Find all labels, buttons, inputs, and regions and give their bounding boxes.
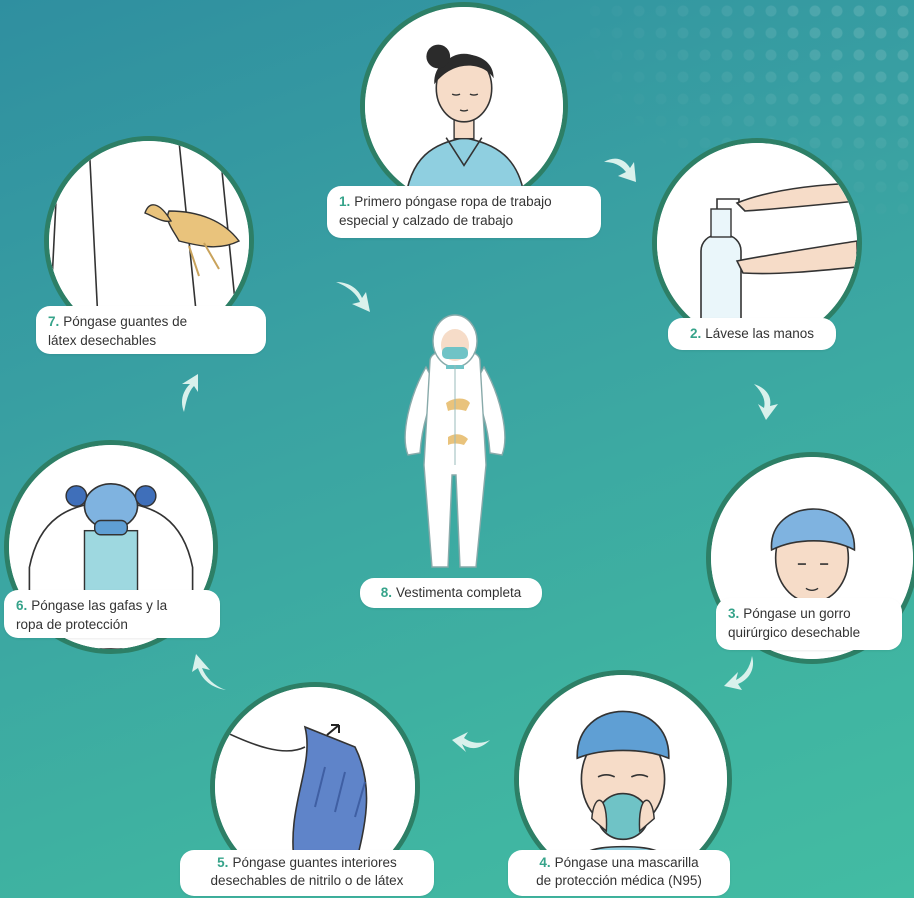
- step-4-number: 4.: [539, 855, 550, 870]
- step-7-label: 7. Póngase guantes de látex desechables: [36, 306, 266, 354]
- arrow-2-to-3: [746, 380, 786, 420]
- curved-arrow-icon: [722, 652, 762, 692]
- step-8-text: Vestimenta completa: [396, 585, 521, 600]
- step-6-number: 6.: [16, 598, 27, 613]
- curved-arrow-icon: [168, 374, 208, 414]
- curved-arrow-icon: [600, 152, 640, 192]
- step-1-text-line-1: Primero póngase ropa de trabajo: [354, 194, 551, 209]
- step-6-label: 6. Póngase las gafas y la ropa de protecc…: [4, 590, 220, 638]
- arrow-6-to-7: [168, 374, 208, 414]
- arrow-7-to-8: [334, 276, 374, 316]
- arrow-1-to-2: [600, 152, 640, 192]
- step-2-number: 2.: [690, 326, 701, 341]
- step-4-text-line-2: de protección médica (N95): [536, 873, 702, 888]
- step-2-text: Lávese las manos: [705, 326, 814, 341]
- step-4-text-line-1: Póngase una mascarilla: [555, 855, 699, 870]
- step-4-label: 4. Póngase una mascarilla de protección m…: [508, 850, 730, 896]
- step-6-text-line-1: Póngase las gafas y la: [31, 598, 167, 613]
- step-2-illustration: [652, 138, 862, 348]
- arrow-5-to-6: [190, 654, 230, 694]
- hand-washing-dispenser-icon: [657, 143, 857, 343]
- step-3-label: 3. Póngase un gorro quirúrgico desechable: [716, 598, 902, 650]
- step-3-number: 3.: [728, 606, 739, 621]
- person-in-scrubs-icon: [365, 7, 563, 205]
- step-7-number: 7.: [48, 314, 59, 329]
- arrow-3-to-4: [722, 652, 762, 692]
- step-8-number: 8.: [381, 585, 392, 600]
- step-5-number: 5.: [217, 855, 228, 870]
- curved-arrow-icon: [334, 276, 374, 316]
- step-3-text-line-2: quirúrgico desechable: [728, 625, 860, 640]
- step-5-label: 5. Póngase guantes interiores desechables…: [180, 850, 434, 896]
- step-1-label: 1. Primero póngase ropa de trabajo especi…: [327, 186, 601, 238]
- full-protective-suit-icon: [390, 305, 520, 575]
- step-1-text-line-2: especial y calzado de trabajo: [339, 213, 513, 228]
- curved-arrow-icon: [190, 654, 230, 694]
- step-2-label: 2. Lávese las manos: [668, 318, 836, 350]
- step-7-text-line-2: látex desechables: [48, 333, 156, 348]
- curved-arrow-icon: [746, 380, 786, 420]
- step-8-illustration: [390, 305, 520, 575]
- step-3-text-line-1: Póngase un gorro: [743, 606, 850, 621]
- step-1-number: 1.: [339, 194, 350, 209]
- step-5-text-line-1: Póngase guantes interiores: [232, 855, 396, 870]
- arrow-4-to-5: [452, 720, 492, 760]
- curved-arrow-icon: [452, 720, 492, 760]
- step-1-illustration: [360, 2, 568, 210]
- step-6-text-line-2: ropa de protección: [16, 617, 128, 632]
- step-7-text-line-1: Póngase guantes de: [63, 314, 187, 329]
- step-5-text-line-2: desechables de nitrilo o de látex: [211, 873, 404, 888]
- step-8-label: 8. Vestimenta completa: [360, 578, 542, 608]
